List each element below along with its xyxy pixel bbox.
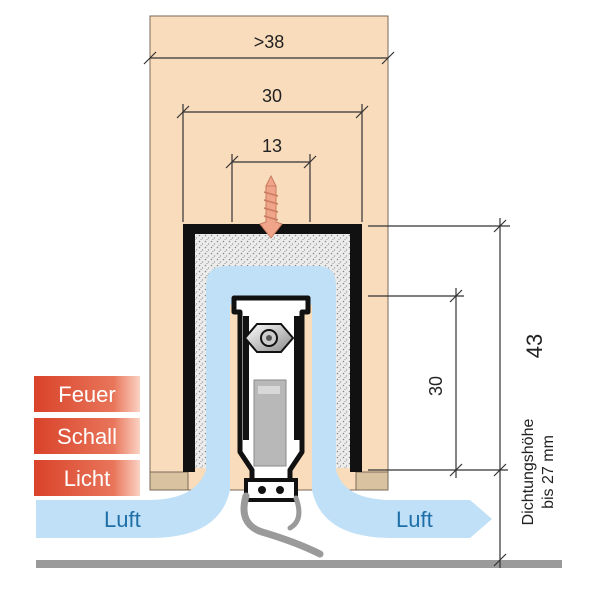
blocked-label-bg-1 <box>34 418 140 454</box>
rubber-seal-lip <box>240 492 324 558</box>
air-flow-path <box>36 266 492 538</box>
clip-dot-right <box>276 486 284 494</box>
door-edge-right <box>355 471 389 491</box>
dim-inner-width <box>176 104 369 222</box>
blocked-label-bg-2 <box>34 460 140 496</box>
insulation-fill <box>192 226 352 468</box>
seal-height-label: Dichtungshöhe bis 27 mm <box>520 419 557 526</box>
carriage-clip <box>244 478 298 502</box>
dim-outer-width <box>143 51 395 65</box>
carriage-rail-right <box>294 316 300 440</box>
dim-outer-width-label: >38 <box>254 32 285 52</box>
dim-total-height-label: 43 <box>522 334 547 358</box>
dim-screw-spacing <box>225 154 317 222</box>
seal-height-line1: Dichtungshöhe <box>520 419 537 526</box>
blocked-label-light: Licht <box>64 466 110 491</box>
clip-dot-left <box>258 486 266 494</box>
dim-screw-spacing-label: 13 <box>262 136 282 156</box>
air-label-right: Luft <box>396 507 433 532</box>
blocked-label-sound: Schall <box>57 424 117 449</box>
blocked-labels: Feuer Schall Licht <box>34 376 140 496</box>
seal-height-line2: bis 27 mm <box>540 435 557 509</box>
blocked-label-fire: Feuer <box>58 382 115 407</box>
seal-block <box>253 379 287 467</box>
dim-inner-height <box>368 288 464 478</box>
dim-inner-width-label: 30 <box>262 86 282 106</box>
door-edge-left <box>149 471 189 491</box>
rubber-seal-lip-inner <box>287 495 302 531</box>
dim-total-height <box>368 218 510 568</box>
carriage-rail-left <box>243 316 249 440</box>
floor <box>36 560 562 568</box>
blocked-label-bg-0 <box>34 376 140 412</box>
dim-inner-height-label: 30 <box>426 376 446 396</box>
screw-icon <box>259 174 283 239</box>
seal-block-highlight <box>258 386 280 394</box>
bolt-icon <box>243 323 295 353</box>
air-label-left: Luft <box>104 507 141 532</box>
